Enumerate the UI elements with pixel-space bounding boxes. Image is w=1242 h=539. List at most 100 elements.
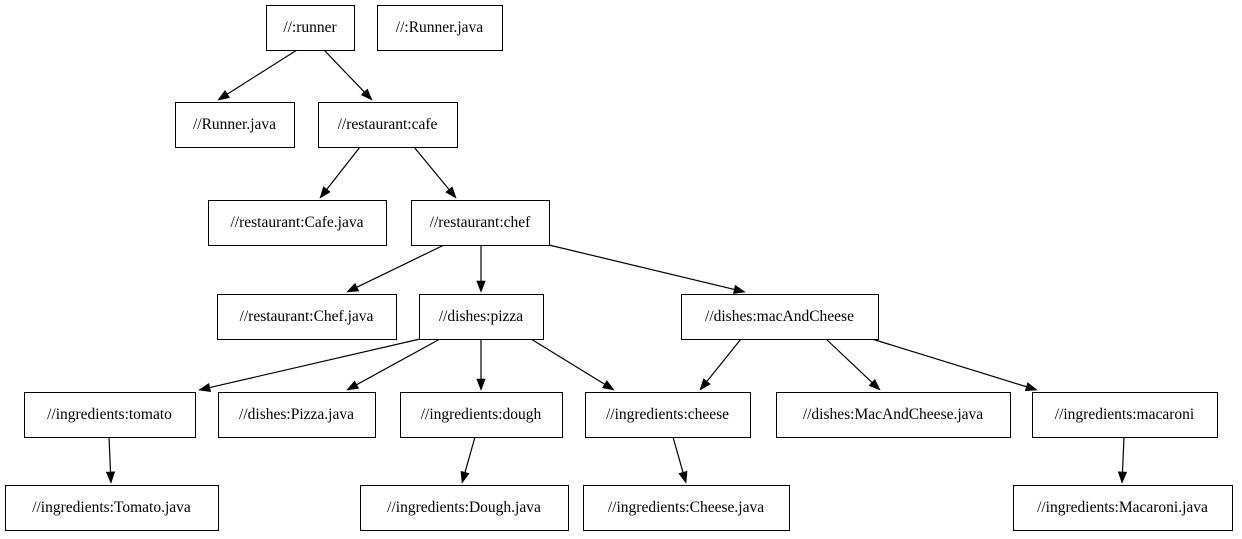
node-label: //ingredients:tomato xyxy=(47,406,172,423)
node-box[interactable] xyxy=(400,392,563,438)
graph-node-restaurant_cafe[interactable]: //restaurant:cafe xyxy=(318,102,458,148)
graph-edge xyxy=(323,49,373,101)
edge-line xyxy=(464,436,476,473)
node-label: //ingredients:Dough.java xyxy=(387,499,541,516)
edge-line xyxy=(356,338,441,386)
node-label: //dishes:Pizza.java xyxy=(239,406,354,423)
graph-node-dishes_mac[interactable]: //dishes:macAndCheese xyxy=(681,294,879,340)
edge-arrowhead-icon xyxy=(460,470,470,484)
edge-line xyxy=(706,338,742,382)
edge-line xyxy=(825,338,873,383)
node-box[interactable] xyxy=(360,485,569,531)
node-box[interactable] xyxy=(217,294,397,340)
edge-line xyxy=(871,338,1027,388)
edge-arrowhead-icon xyxy=(346,380,360,391)
graph-edge xyxy=(672,436,688,484)
node-box[interactable] xyxy=(377,5,503,51)
graph-node-cheese_java[interactable]: //ingredients:Cheese.java xyxy=(583,485,790,531)
graph-edge xyxy=(476,339,486,391)
node-label: //dishes:macAndCheese xyxy=(705,308,854,325)
edge-line xyxy=(326,146,361,190)
node-box[interactable] xyxy=(218,392,376,438)
node-label: //dishes:pizza xyxy=(439,308,523,325)
edge-arrowhead-icon xyxy=(699,378,711,391)
node-box[interactable] xyxy=(583,485,790,531)
graph-edge xyxy=(548,244,746,294)
node-label: //ingredients:cheese xyxy=(606,406,729,423)
node-box[interactable] xyxy=(318,102,458,148)
graph-edge xyxy=(105,436,116,484)
graph-edge xyxy=(413,146,457,199)
node-box[interactable] xyxy=(681,294,879,340)
node-label: //ingredients:Tomato.java xyxy=(32,499,191,516)
edge-line xyxy=(323,49,365,93)
graph-node-restaurant_chef[interactable]: //restaurant:chef xyxy=(411,200,550,246)
node-label: //ingredients:Macaroni.java xyxy=(1037,499,1208,516)
edge-arrowhead-icon xyxy=(476,280,486,293)
edge-arrowhead-icon xyxy=(732,284,746,294)
graph-node-dishes_pizza[interactable]: //dishes:pizza xyxy=(419,294,544,340)
graph-edge xyxy=(346,244,445,293)
edge-line xyxy=(209,338,421,389)
graph-edge xyxy=(871,338,1038,392)
graph-node-ing_dough[interactable]: //ingredients:dough xyxy=(400,392,563,438)
node-box[interactable] xyxy=(1013,485,1233,531)
graph-edge xyxy=(217,49,298,101)
nodes-layer: //:runner //:Runner.java //Runner.java //re… xyxy=(5,5,1233,531)
graph-edge xyxy=(460,436,476,484)
edge-line xyxy=(413,146,450,190)
graph-node-ing_macaroni[interactable]: //ingredients:macaroni xyxy=(1032,392,1218,438)
edge-line xyxy=(226,49,298,95)
graph-node-cafe_java[interactable]: //restaurant:Cafe.java xyxy=(208,200,387,246)
edge-arrowhead-icon xyxy=(217,90,231,101)
edge-arrowhead-icon xyxy=(601,380,615,391)
node-box[interactable] xyxy=(585,392,751,438)
node-label: //ingredients:dough xyxy=(421,406,542,423)
node-label: //restaurant:Chef.java xyxy=(240,308,374,325)
edges-layer xyxy=(105,49,1128,484)
graph-node-ing_cheese[interactable]: //ingredients:cheese xyxy=(585,392,751,438)
graph-node-tomato_java[interactable]: //ingredients:Tomato.java xyxy=(5,485,219,531)
graph-edge xyxy=(346,338,441,391)
graph-node-runner[interactable]: //:runner xyxy=(266,5,355,51)
graph-node-pizza_java[interactable]: //dishes:Pizza.java xyxy=(218,392,376,438)
node-box[interactable] xyxy=(175,102,295,148)
edge-arrowhead-icon xyxy=(1117,471,1128,484)
graph-node-mac_java[interactable]: //dishes:MacAndCheese.java xyxy=(776,392,1011,438)
edge-line xyxy=(1121,436,1125,473)
edge-line xyxy=(548,244,735,291)
node-label: //:Runner.java xyxy=(396,19,484,36)
edge-arrowhead-icon xyxy=(360,88,373,101)
node-label: //ingredients:macaroni xyxy=(1055,406,1195,423)
node-label: //:runner xyxy=(283,19,337,36)
node-box[interactable] xyxy=(1032,392,1218,438)
node-box[interactable] xyxy=(208,200,387,246)
graph-node-macaroni_java[interactable]: //ingredients:Macaroni.java xyxy=(1013,485,1233,531)
node-box[interactable] xyxy=(411,200,550,246)
edge-arrowhead-icon xyxy=(476,378,486,391)
graph-node-runner_java_root[interactable]: //:Runner.java xyxy=(377,5,503,51)
node-box[interactable] xyxy=(776,392,1011,438)
edge-line xyxy=(530,338,605,385)
graph-edge xyxy=(476,245,486,293)
edge-line xyxy=(108,436,112,473)
edge-arrowhead-icon xyxy=(868,378,881,391)
node-label: //Runner.java xyxy=(193,116,276,133)
graph-edge xyxy=(198,338,421,392)
node-box[interactable] xyxy=(24,392,196,438)
edge-arrowhead-icon xyxy=(198,382,212,392)
graph-node-dough_java[interactable]: //ingredients:Dough.java xyxy=(360,485,569,531)
node-label: //restaurant:cafe xyxy=(338,116,438,133)
node-box[interactable] xyxy=(419,294,544,340)
edge-line xyxy=(356,244,445,288)
edge-arrowhead-icon xyxy=(678,470,688,484)
graph-node-runner_java[interactable]: //Runner.java xyxy=(175,102,295,148)
node-box[interactable] xyxy=(266,5,355,51)
node-label: //dishes:MacAndCheese.java xyxy=(803,406,983,423)
graph-edge xyxy=(319,146,361,199)
node-box[interactable] xyxy=(5,485,219,531)
graph-node-ing_tomato[interactable]: //ingredients:tomato xyxy=(24,392,196,438)
graph-edge xyxy=(825,338,881,391)
graph-node-chef_java[interactable]: //restaurant:Chef.java xyxy=(217,294,397,340)
